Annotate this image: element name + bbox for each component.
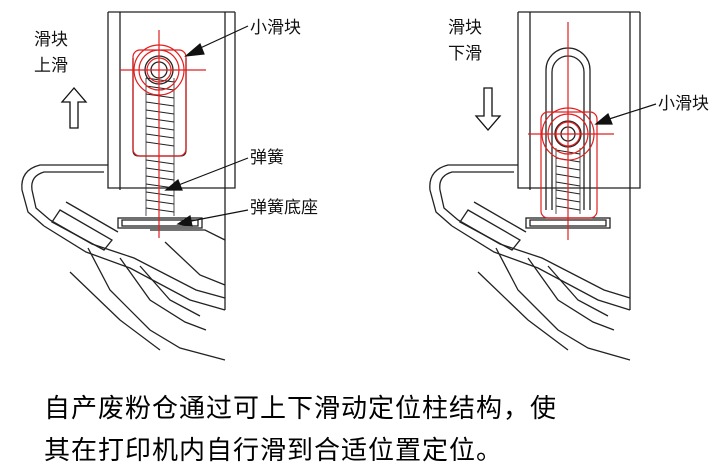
left-slider-highlight bbox=[120, 30, 206, 238]
left-direction-line2: 上滑 bbox=[34, 56, 68, 76]
right-direction-line1: 滑块 bbox=[448, 18, 482, 38]
right-direction-line2: 下滑 bbox=[448, 44, 482, 64]
right-leaders bbox=[594, 103, 657, 125]
left-slider-label: 小滑块 bbox=[250, 18, 301, 38]
right-slider-label: 小滑块 bbox=[658, 94, 709, 114]
caption: 自产废粉仓通过可上下滑动定位柱结构，使 其在打印机内自行滑到合适位置定位。 bbox=[44, 388, 704, 472]
spring-label: 弹簧 bbox=[250, 148, 284, 168]
caption-line-1: 自产废粉仓通过可上下滑动定位柱结构，使 bbox=[44, 394, 558, 424]
mechanism-diagram bbox=[21, 11, 657, 361]
left-direction-line1: 滑块 bbox=[34, 30, 68, 50]
caption-line-2: 其在打印机内自行滑到合适位置定位。 bbox=[44, 436, 504, 466]
arrow-up-icon bbox=[60, 87, 88, 129]
right-mechanism bbox=[429, 11, 641, 361]
left-mechanism bbox=[21, 11, 236, 361]
arrow-down-icon bbox=[474, 87, 502, 131]
left-leaders bbox=[164, 25, 249, 227]
right-slider-highlight bbox=[528, 22, 614, 240]
spring-base-label: 弹簧底座 bbox=[250, 198, 318, 218]
